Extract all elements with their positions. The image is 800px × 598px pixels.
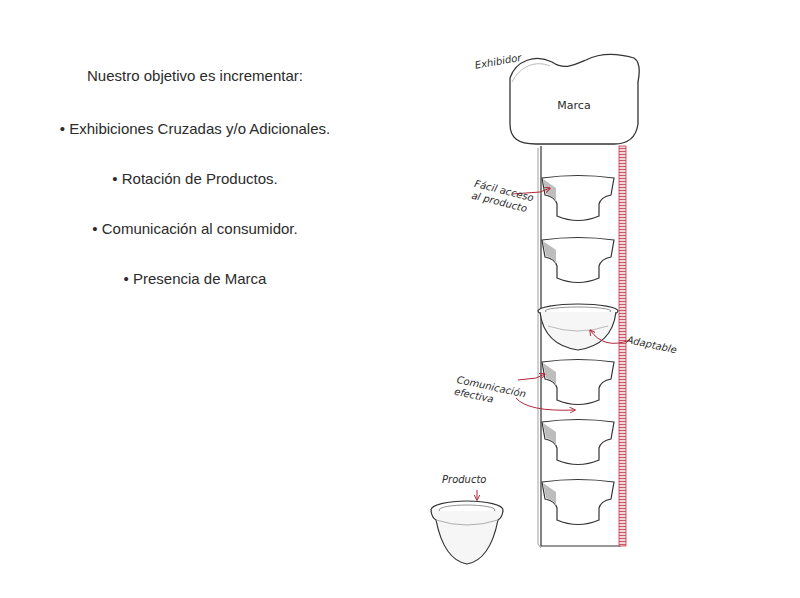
objective-item: • Comunicación al consumidor. xyxy=(20,220,370,237)
cup-holder xyxy=(542,480,614,525)
bowl-in-holder xyxy=(538,304,618,350)
objective-item: • Presencia de Marca xyxy=(20,270,370,287)
cup-holder xyxy=(542,420,614,465)
objective-item: • Exhibiciones Cruzadas y/o Adicionales. xyxy=(20,120,370,137)
brand-header: Marca xyxy=(506,52,642,148)
objective-item: • Rotación de Productos. xyxy=(20,170,370,187)
callout-label: Fácil acceso al producto xyxy=(470,178,536,215)
cup-holder xyxy=(542,176,614,221)
column xyxy=(538,146,626,548)
cup-holder xyxy=(542,360,614,405)
title: Nuestro objetivo es incrementar: xyxy=(20,67,370,84)
callout-label: Adaptable xyxy=(626,334,678,356)
callout-label: Producto xyxy=(442,474,486,486)
product-bowl xyxy=(431,501,503,564)
callout-label: Comunicación efectiva xyxy=(453,374,528,411)
brand-text: Marca xyxy=(557,99,590,112)
cup-holder xyxy=(542,238,614,283)
